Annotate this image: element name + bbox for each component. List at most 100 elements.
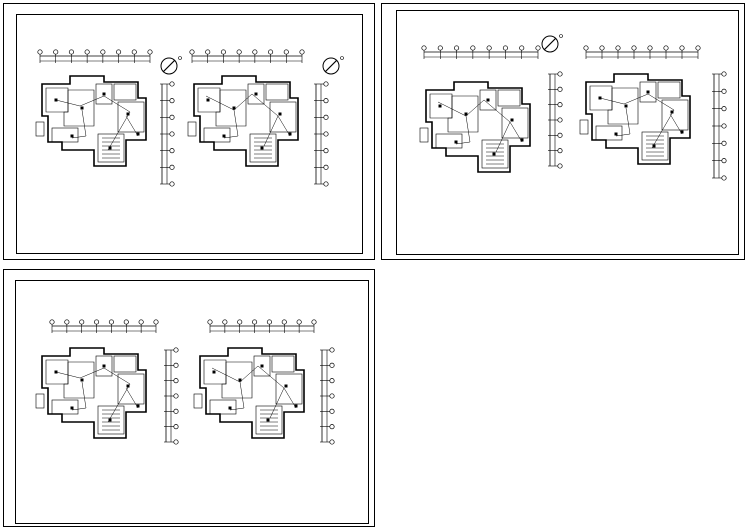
room — [249, 133, 277, 163]
room — [269, 101, 297, 133]
wiring-run — [71, 109, 87, 139]
room — [203, 127, 231, 143]
wiring-run — [71, 381, 87, 411]
axis-bubble-icon — [437, 45, 443, 51]
wiring-run — [669, 113, 683, 135]
fixture-symbol — [136, 132, 140, 136]
axis-bubble-icon — [679, 45, 685, 51]
axis-bubble-icon — [169, 148, 175, 154]
room — [113, 355, 137, 373]
fixture-symbol — [80, 378, 84, 382]
fixture-symbol — [228, 406, 232, 410]
plan-outer-wall — [193, 75, 299, 167]
room — [209, 399, 237, 415]
fixture-symbol — [126, 384, 130, 388]
axis-bubble-icon — [268, 49, 274, 55]
axis-bubble-icon — [299, 49, 305, 55]
north-mark — [559, 34, 563, 38]
axis-bubble-icon — [557, 86, 563, 92]
axis-bubble-icon — [236, 49, 242, 55]
entry-steps — [35, 121, 45, 137]
room — [481, 139, 509, 169]
axis-bubble-icon — [173, 347, 179, 353]
fixture-symbol — [136, 404, 140, 408]
room — [657, 81, 681, 99]
axis-bubble-icon — [470, 45, 476, 51]
axis-bubble-icon — [94, 319, 100, 325]
fixture-symbol — [288, 132, 292, 136]
room — [607, 87, 639, 125]
north-arrow-needle — [543, 37, 557, 51]
room — [51, 399, 79, 415]
room — [51, 127, 79, 143]
fixture-symbol — [454, 140, 458, 144]
plan-outer-wall — [41, 75, 147, 167]
axis-bubble-icon — [695, 45, 701, 51]
wiring-run — [55, 367, 131, 423]
fixture-symbol — [232, 106, 236, 110]
axis-bubble-icon — [329, 347, 335, 353]
fixture-symbol — [54, 370, 58, 374]
axis-bubble-icon — [721, 88, 727, 94]
axis-bubble-icon — [329, 393, 335, 399]
axis-bubble-icon — [252, 319, 258, 325]
fixture-symbol — [614, 132, 618, 136]
axis-bubble-icon — [220, 49, 226, 55]
axis-bubble-icon — [323, 148, 329, 154]
wiring-run — [283, 387, 297, 409]
north-arrow-icon — [541, 35, 559, 53]
room — [595, 125, 623, 141]
room — [117, 373, 145, 405]
axis-bubble-icon — [329, 439, 335, 445]
sheet-1-frame — [16, 14, 363, 254]
axis-bubble-icon — [53, 49, 59, 55]
axis-bubble-icon — [68, 49, 74, 55]
north-arrow-icon — [322, 57, 340, 75]
room — [447, 95, 479, 133]
fixture-symbol — [238, 378, 242, 382]
axis-bubble-icon — [207, 319, 213, 325]
entry-steps — [193, 393, 203, 409]
floor-plan — [187, 75, 299, 167]
axis-bubble-icon — [131, 49, 137, 55]
fixture-symbol — [260, 364, 264, 368]
fixture-symbol — [70, 134, 74, 138]
axis-bubble-icon — [721, 123, 727, 129]
axis-bubble-icon — [169, 81, 175, 87]
axis-bubble-icon — [535, 45, 541, 51]
fixture-symbol — [260, 146, 264, 150]
axis-bubble-icon — [557, 117, 563, 123]
axis-bubble-icon — [173, 393, 179, 399]
axis-bubble-icon — [323, 114, 329, 120]
fixture-symbol — [652, 144, 656, 148]
room — [215, 89, 247, 127]
fixture-symbol — [102, 364, 106, 368]
room — [265, 83, 289, 101]
fixture-symbol — [464, 112, 468, 116]
wiring-run — [125, 387, 139, 409]
fixture-symbol — [492, 152, 496, 156]
axis-bubble-icon — [123, 319, 129, 325]
plan-outer-wall — [199, 347, 305, 439]
fixture-symbol — [102, 92, 106, 96]
axis-bubble-icon — [329, 424, 335, 430]
axis-bubble-icon — [329, 408, 335, 414]
axis-bubble-icon — [329, 362, 335, 368]
axis-bubble-icon — [647, 45, 653, 51]
wiring-run — [55, 95, 131, 151]
drawing-sheet-3 — [3, 269, 375, 527]
room — [275, 373, 303, 405]
north-arrow-icon — [160, 57, 178, 75]
axis-bubble-icon — [100, 49, 106, 55]
axis-bubble-icon — [519, 45, 525, 51]
axis-bubble-icon — [323, 131, 329, 137]
fixture-symbol — [510, 118, 514, 122]
wiring-run — [615, 107, 631, 137]
axis-bubble-icon — [557, 148, 563, 154]
axis-bubble-icon — [138, 319, 144, 325]
axis-bubble-icon — [421, 45, 427, 51]
axis-bubble-icon — [189, 49, 195, 55]
room — [253, 355, 271, 377]
room — [63, 361, 95, 399]
fixture-symbol — [206, 98, 210, 102]
